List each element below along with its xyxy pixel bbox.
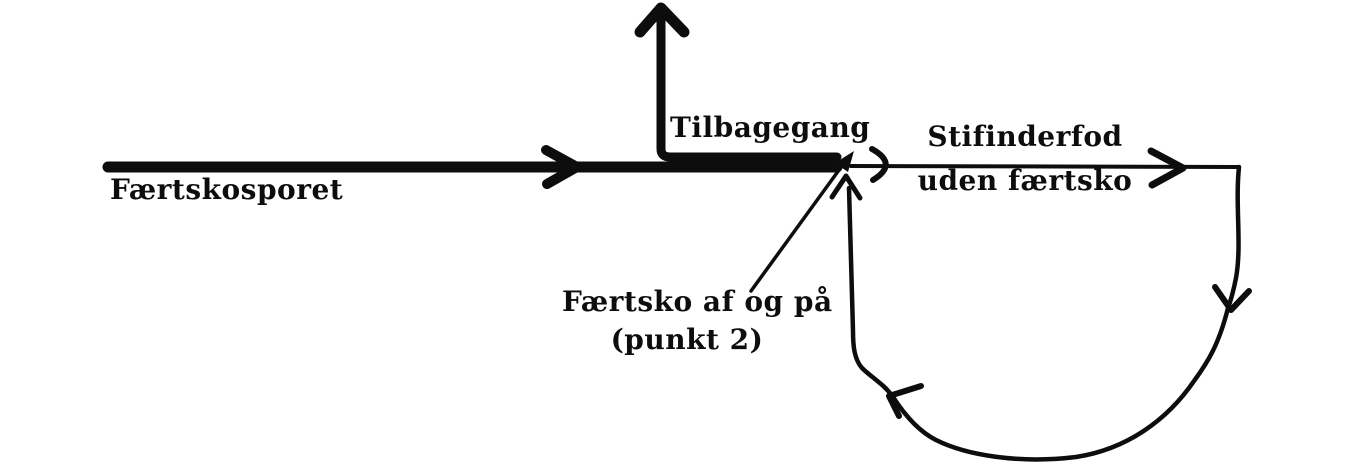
loop-path-line [846,164,1242,462]
loop-bottomleft-arrow-icon [886,383,924,419]
track-direction-arrow-icon [541,145,582,189]
pathfinder-label-line1: Stifinderfod [927,120,1123,153]
return-path-line [656,9,842,162]
annotation-pointer-line [749,157,849,293]
pathfinder-right-arrow-icon [1147,147,1187,189]
return-path-label: Tilbagegang [670,111,871,144]
return-up-arrow-icon [634,2,690,38]
scent-track-label: Færtskosporet [110,173,344,206]
shoe-point-label-line2: (punkt 2) [610,323,764,356]
loop-return-up-arrow-icon [829,173,863,201]
shoe-point-label-line1: Færtsko af og på [562,285,833,318]
annotation-pointer-arrowhead-icon [835,151,854,172]
pathfinder-start-arrow-icon [869,146,889,183]
pathfinder-label-line2: uden færtsko [917,164,1133,197]
loop-down-arrow-icon [1212,284,1252,313]
